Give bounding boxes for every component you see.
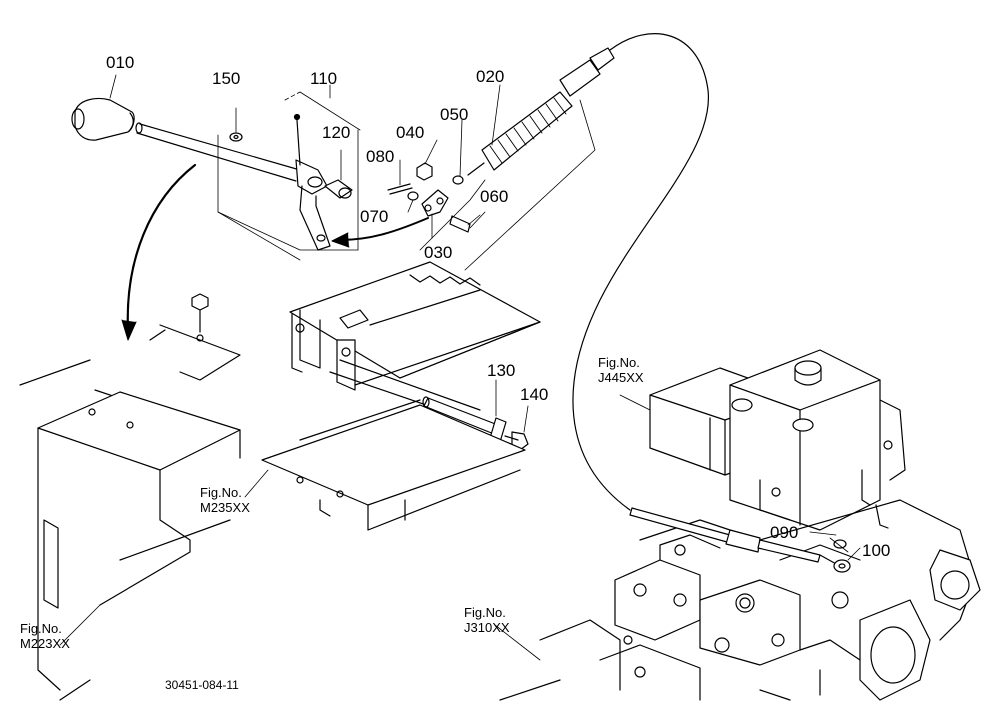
- cable-020: [420, 34, 708, 510]
- drawing-code: 30451-084-11: [165, 678, 239, 692]
- part-label-100: 100: [862, 541, 891, 560]
- part-label-040: 040: [396, 123, 425, 142]
- part-label-060: 060: [480, 187, 509, 206]
- hydraulic-housing: [500, 500, 980, 700]
- figure-ref-m223-line1: Fig.No.: [20, 621, 62, 636]
- shaft-130: [423, 380, 506, 442]
- mounting-bracket: [290, 262, 540, 420]
- leader-lines: [60, 75, 860, 660]
- figure-ref-m223-line2: M223XX: [20, 635, 70, 651]
- cable-end-parts: [388, 160, 485, 238]
- figure-ref-j445-line2: J445XX: [598, 369, 644, 385]
- part-label-030: 030: [424, 243, 453, 262]
- cable-end-fitting: [630, 508, 850, 572]
- figure-ref-m235: Fig.No. M235XX: [200, 485, 250, 516]
- figure-ref-j445: Fig.No. J445XX: [598, 355, 644, 386]
- spring-washer-150: [230, 108, 242, 141]
- figure-ref-m235-line1: Fig.No.: [200, 485, 242, 500]
- part-label-090: 090: [770, 523, 799, 542]
- part-label-020: 020: [476, 67, 505, 86]
- floor-plate: [262, 400, 525, 530]
- assembly-arrows: [122, 165, 428, 340]
- left-cover-panel: [20, 325, 240, 700]
- part-label-110: 110: [310, 69, 338, 88]
- bolt-small: [192, 294, 208, 341]
- valve-assembly: [650, 350, 905, 530]
- collar-120: [325, 150, 352, 198]
- figure-ref-m235-line2: M235XX: [200, 499, 250, 515]
- part-label-120: 120: [322, 123, 351, 142]
- figure-ref-j310-line2: J310XX: [464, 619, 510, 635]
- part-label-070: 070: [360, 207, 389, 226]
- part-label-130: 130: [487, 361, 516, 380]
- figure-ref-j445-line1: Fig.No.: [598, 355, 640, 370]
- figure-ref-m223: Fig.No. M223XX: [20, 621, 70, 652]
- part-label-140: 140: [520, 385, 549, 404]
- figure-ref-j310: Fig.No. J310XX: [464, 605, 510, 636]
- part-label-150: 150: [212, 69, 241, 88]
- figure-ref-j310-line1: Fig.No.: [464, 605, 506, 620]
- assembly-bracket-110: [218, 85, 360, 260]
- shift-lever-010: [72, 99, 330, 251]
- part-label-080: 080: [366, 147, 395, 166]
- part-label-050: 050: [440, 105, 469, 124]
- part-label-010: 010: [106, 53, 135, 72]
